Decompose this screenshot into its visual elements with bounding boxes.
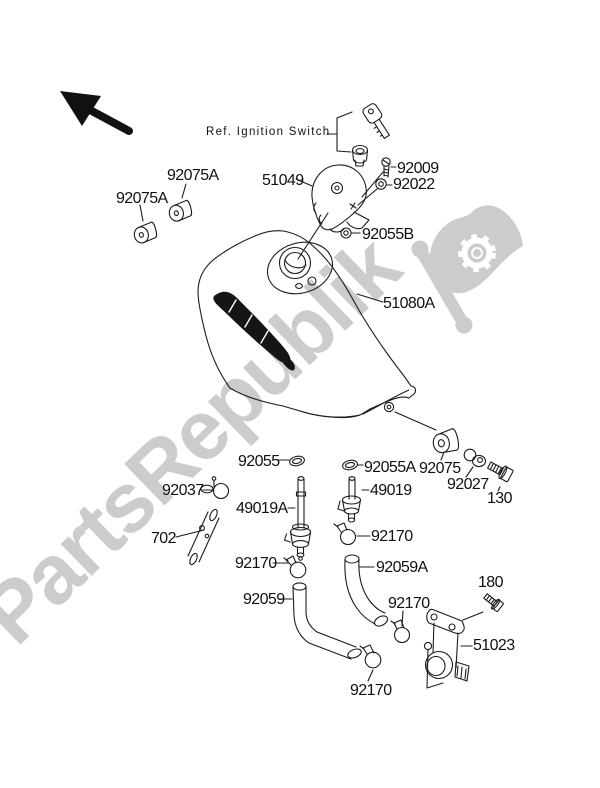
- part-label-92059: 92059: [243, 591, 285, 608]
- part-label-49019: 49019: [370, 482, 412, 499]
- tube-702: [187, 508, 220, 566]
- leader-lines: [139, 166, 501, 682]
- bracket-51023: [423, 608, 470, 689]
- part-label-51080a: 51080A: [383, 295, 435, 312]
- part-label-702: 702: [151, 530, 177, 547]
- bolt-130: [487, 461, 514, 483]
- damper-92075a-right: [168, 199, 193, 222]
- hose-92059: [292, 582, 362, 660]
- oring-92055a: [342, 459, 358, 471]
- screw-92009: [381, 157, 391, 178]
- ignition-key-icon: [362, 103, 390, 139]
- part-label-51049: 51049: [262, 172, 304, 189]
- tank-emblem: [213, 291, 295, 371]
- collar-92027: [463, 448, 487, 468]
- damper-92075: [432, 428, 460, 454]
- direction-arrow-icon: [60, 91, 133, 135]
- flag-shape: [430, 205, 523, 294]
- part-label-92055a: 92055A: [364, 459, 416, 476]
- washer-92022: [375, 178, 387, 190]
- fuel-tap-49019: [337, 476, 362, 523]
- part-label-51023: 51023: [473, 637, 515, 654]
- ref-bracket-lines: [326, 111, 353, 153]
- ref-ignition-switch-label: Ref. Ignition Switch: [206, 126, 331, 138]
- part-label-92055: 92055: [238, 453, 280, 470]
- part-label-92075a-left: 92075A: [116, 190, 168, 207]
- gear-icon: [458, 234, 496, 272]
- part-label-92170-a: 92170: [371, 528, 413, 545]
- fuel-tank-51080a: [197, 230, 417, 419]
- part-label-92075: 92075: [419, 460, 461, 477]
- oring-92055b: [340, 227, 352, 239]
- pin-92037: [200, 476, 230, 500]
- switch-cover-51049: [311, 164, 370, 233]
- wrench-icon: [411, 240, 473, 334]
- part-label-49019a: 49019A: [236, 500, 288, 517]
- hose-92059a: [344, 554, 389, 627]
- part-label-92170-b: 92170: [235, 555, 277, 572]
- fuel-tap-49019a: [283, 476, 312, 561]
- part-label-92059a: 92059A: [376, 559, 428, 576]
- part-label-92027: 92027: [447, 476, 489, 493]
- clamp-92170-d: [359, 644, 382, 669]
- damper-92075a-left: [133, 221, 158, 244]
- ignition-lock-cylinder: [351, 144, 369, 167]
- part-label-130: 130: [487, 490, 513, 507]
- bolt-180: [483, 593, 504, 613]
- part-label-92022: 92022: [393, 176, 435, 193]
- part-label-180: 180: [478, 574, 504, 591]
- part-label-92037: 92037: [162, 482, 204, 499]
- part-label-92075a-top: 92075A: [167, 167, 219, 184]
- part-label-92170-d: 92170: [350, 682, 392, 699]
- part-label-92170-c: 92170: [388, 595, 430, 612]
- clamp-92170-c: [390, 619, 411, 644]
- oring-92055: [289, 455, 305, 467]
- part-label-92009: 92009: [397, 160, 439, 177]
- part-label-92055b: 92055B: [362, 226, 414, 243]
- clamp-92170-a: [333, 522, 357, 546]
